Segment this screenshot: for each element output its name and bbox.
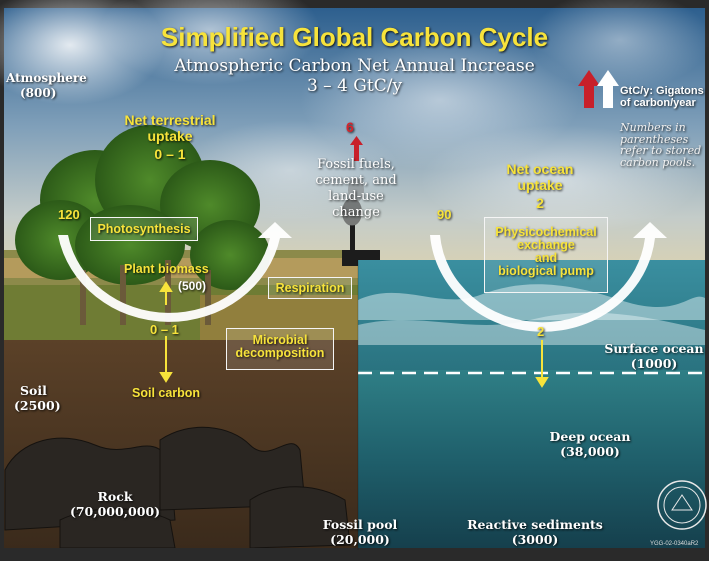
soil-label: Soil bbox=[20, 383, 47, 398]
legend-unit-label: GtC/y: Gigatons of carbon/year bbox=[620, 85, 704, 109]
fossil-pool-value: (20,000) bbox=[330, 532, 390, 547]
deep-ocean bbox=[358, 370, 705, 550]
net-ocean-label-1: Net ocean bbox=[506, 161, 574, 177]
ocean-exchange-label-3: and bbox=[534, 251, 558, 266]
net-terrestrial-label-2: uptake bbox=[147, 128, 193, 144]
rock-label: Rock bbox=[97, 489, 133, 504]
soil-value: (2500) bbox=[14, 398, 61, 413]
fossil-emission-arrow bbox=[350, 136, 363, 161]
rock-value: (70,000,000) bbox=[69, 504, 161, 519]
title: Simplified Global Carbon Cycle bbox=[160, 22, 549, 52]
legend-arrows bbox=[578, 70, 619, 108]
ocean-exchange-flux-value: 90 bbox=[437, 207, 452, 222]
soil-carbon-arrow bbox=[159, 336, 173, 383]
plant-biomass-arrow bbox=[159, 281, 173, 305]
plant-biomass-label: Plant biomass bbox=[124, 262, 209, 276]
doe-seal-icon bbox=[657, 480, 707, 530]
reactive-sediments-value: (3000) bbox=[511, 532, 559, 547]
ocean-exchange-label-1: Physicochemical bbox=[495, 225, 597, 239]
subtitle-value: 3 – 4 GtC/y bbox=[306, 76, 403, 96]
subtitle: Atmospheric Carbon Net Annual Increase bbox=[174, 56, 535, 76]
deep-ocean-label: Deep ocean bbox=[549, 429, 631, 444]
ocean-cycle-arrow bbox=[430, 222, 667, 332]
ocean-exchange-box: Physicochemical exchange and biological … bbox=[484, 217, 608, 293]
respiration-box: Respiration bbox=[268, 277, 352, 299]
microbial-label-1: Microbial bbox=[252, 333, 308, 347]
photosynthesis-flux-value: 120 bbox=[58, 207, 80, 222]
surface-ocean-value: (1000) bbox=[630, 356, 678, 371]
deep-ocean-value: (38,000) bbox=[560, 444, 620, 459]
terrestrial-cycle-arrow bbox=[58, 222, 292, 322]
ocean-down-arrow bbox=[535, 340, 549, 388]
ocean-down-flux-value: 2 bbox=[537, 324, 545, 339]
fossil-label-4: change bbox=[332, 205, 380, 220]
fossil-pool-label: Fossil pool bbox=[322, 517, 398, 532]
ocean-exchange-label-2: exchange bbox=[517, 238, 575, 253]
fossil-label-2: cement, and bbox=[315, 173, 397, 188]
photosynthesis-box: Photosynthesis bbox=[90, 217, 198, 241]
net-ocean-value: 2 bbox=[536, 195, 544, 211]
microbial-label-2: decomposition bbox=[235, 346, 325, 361]
plant-biomass-value: (500) bbox=[178, 279, 207, 293]
fossil-flux-value: 6 bbox=[346, 119, 354, 135]
ocean-exchange-label-4: biological pump bbox=[498, 264, 594, 279]
forest bbox=[15, 125, 270, 325]
fossil-label-1: Fossil fuels, bbox=[317, 157, 395, 172]
net-ocean-label-2: uptake bbox=[517, 177, 563, 193]
fossil-label-3: land-use bbox=[328, 189, 384, 204]
reactive-sediments-label: Reactive sediments bbox=[467, 517, 603, 532]
soil-flux-value: 0 – 1 bbox=[150, 322, 179, 337]
atmosphere-label: Atmosphere bbox=[6, 71, 87, 85]
surface-ocean-label: Surface ocean bbox=[604, 341, 704, 356]
soil-carbon-label: Soil carbon bbox=[132, 386, 201, 400]
atmosphere-value: (800) bbox=[20, 86, 57, 100]
credit-code: YGG-02-0340aR2 bbox=[650, 541, 699, 547]
net-terrestrial-label-1: Net terrestrial bbox=[124, 112, 216, 128]
microbial-decomposition-box: Microbial decomposition bbox=[226, 328, 334, 370]
net-terrestrial-value: 0 – 1 bbox=[154, 146, 186, 162]
rock-layer bbox=[4, 426, 351, 549]
legend-note: Numbers in parentheses refer to stored c… bbox=[620, 121, 702, 169]
